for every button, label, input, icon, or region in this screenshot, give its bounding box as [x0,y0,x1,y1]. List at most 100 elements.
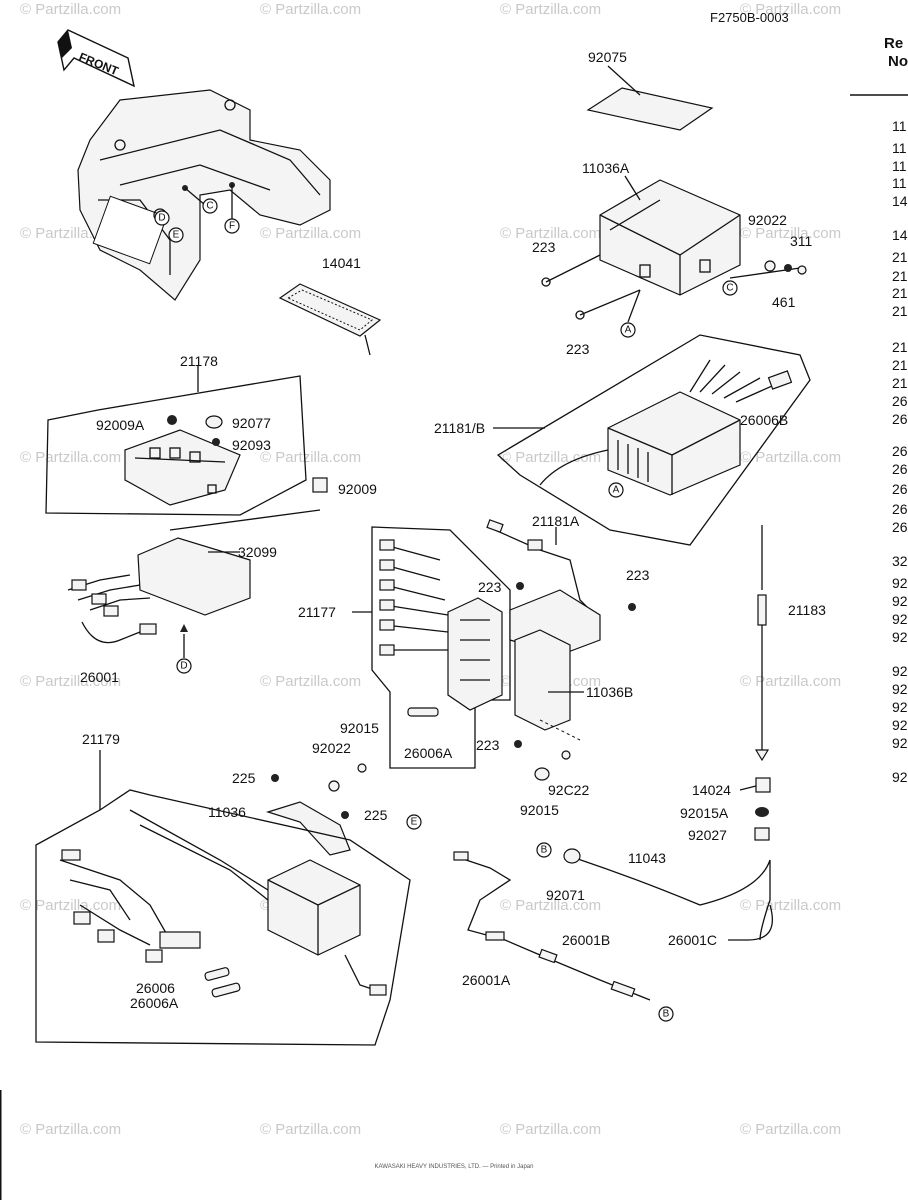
ref-number-cut: 32 [892,553,908,569]
screw-223-icon [541,254,601,287]
callout-92022-b: 92022 [312,740,351,756]
watermark: © Partzilla.com [260,449,361,466]
ref-number-cut: 11 [892,175,907,191]
callout-21178: 21178 [180,353,218,369]
ref-number-cut: 14 [892,193,908,209]
callout-92009: 92009 [338,481,377,497]
grommet-92071-icon [563,848,581,864]
watermark: © Partzilla.com [260,1,361,18]
ref-circle-b: B [658,1006,674,1022]
callout-461: 461 [772,294,796,310]
diagram-code: F2750B-0003 [710,10,789,25]
ref-number-cut: 14 [892,227,908,243]
group-21178-outline [45,375,307,516]
cable-21183 [754,525,770,762]
bracket-11036 [265,801,351,856]
callout-92075: 92075 [588,49,627,65]
ref-circle-d: D [176,658,192,674]
wire-26001 [81,621,157,644]
ref-number-column: 1111111114142121212121212126262626262626… [892,118,908,785]
junction-box-21177 [379,539,503,717]
watermark: © Partzilla.com [20,1,121,18]
watermark: © Partzilla.com [260,1121,361,1138]
ref-number-cut: 92 [892,699,908,715]
watermark: © Partzilla.com [740,673,841,690]
svg-text:A: A [613,485,620,496]
washer-92015a-icon [755,807,769,817]
watermark: © Partzilla.com [740,449,841,466]
washer-92022-icon [561,750,571,760]
harness-21179 [59,809,387,996]
screw-92009a-icon [167,415,177,425]
callout-11036b: 11036B [586,684,633,700]
fuse-26006-icon [204,967,230,981]
tray-32099 [67,537,251,617]
ref-circle-c: C [722,280,738,296]
ref-number-cut: 21 [892,285,908,301]
bolt-225-icon [271,774,279,782]
ref-number-cut: 26 [892,393,908,409]
callout-92015-b: 92015 [520,802,559,818]
callout-92009a: 92009A [96,417,145,433]
screw-223-icon [514,740,522,748]
ref-number-cut: 21 [892,268,908,284]
ref-number-cut: 26 [892,481,908,497]
watermark: © Partzilla.com [20,449,121,466]
grommet-92093-icon [212,438,220,446]
watermark: © Partzilla.com [500,1121,601,1138]
svg-text:B: B [663,1009,670,1020]
ref-number-cut: 26 [892,443,908,459]
callout-21183: 21183 [788,602,826,618]
arrow-icon [180,624,188,632]
ref-number-cut: 92 [892,769,908,785]
screw-92009-icon [312,477,328,493]
callout-92071: 92071 [546,887,585,903]
ref-circle-a: A [608,482,624,498]
callout-223-e: 223 [476,737,500,753]
watermark: © Partzilla.com [740,225,841,242]
ref-number-cut: 92 [892,593,908,609]
washer-92022-icon [328,780,340,792]
callout-311: 311 [790,233,813,249]
callout-26001: 26001 [80,669,119,685]
svg-text:C: C [726,283,733,294]
callout-21177: 21177 [298,604,336,620]
callout-11036a: 11036A [582,160,630,176]
callout-92022-c: 92C22 [548,782,589,798]
ref-circle-c: C [202,198,218,214]
washer-92015-icon [534,767,550,781]
nut-461-icon [784,264,792,272]
ref-number-cut: 21 [892,339,908,355]
callout-32099: 32099 [238,544,277,560]
callout-26006a: 26006A [130,995,179,1011]
callout-92015a-cap: 92015A [680,805,729,821]
watermark: © Partzilla.com [740,897,841,914]
ref-number-cut: 21 [892,303,908,319]
callout-223-b: 223 [566,341,590,357]
callout-26001a: 26001A [462,972,511,988]
relay-box-21179 [267,859,361,956]
ref-number-cut: 21 [892,375,908,391]
harness-21181a [486,519,601,731]
callout-21181b: 21181/B [434,420,485,436]
part-92075-sheet [586,87,714,131]
callout-223-d: 223 [626,567,650,583]
svg-text:F: F [229,221,235,232]
ref-number-cut: 26 [892,411,908,427]
callout-223-a: 223 [532,239,556,255]
callout-11043: 11043 [628,850,666,866]
footer-note: KAWASAKI HEAVY INDUSTRIES, LTD. — Printe… [375,1164,534,1170]
svg-text:D: D [180,661,187,672]
svg-text:E: E [173,230,180,241]
cap-311-icon [797,265,807,275]
washer-92015-icon [357,763,367,773]
washer-92022-icon [764,260,776,272]
group-21181b-outline [496,334,811,546]
part-11036a-box [599,179,741,296]
svg-text:A: A [625,325,632,336]
ref-number-cut: 26 [892,519,908,535]
svg-text:C: C [206,201,213,212]
group-21179-outline [35,789,411,1046]
callout-225-a: 225 [232,770,256,786]
callout-225-b: 225 [364,807,388,823]
